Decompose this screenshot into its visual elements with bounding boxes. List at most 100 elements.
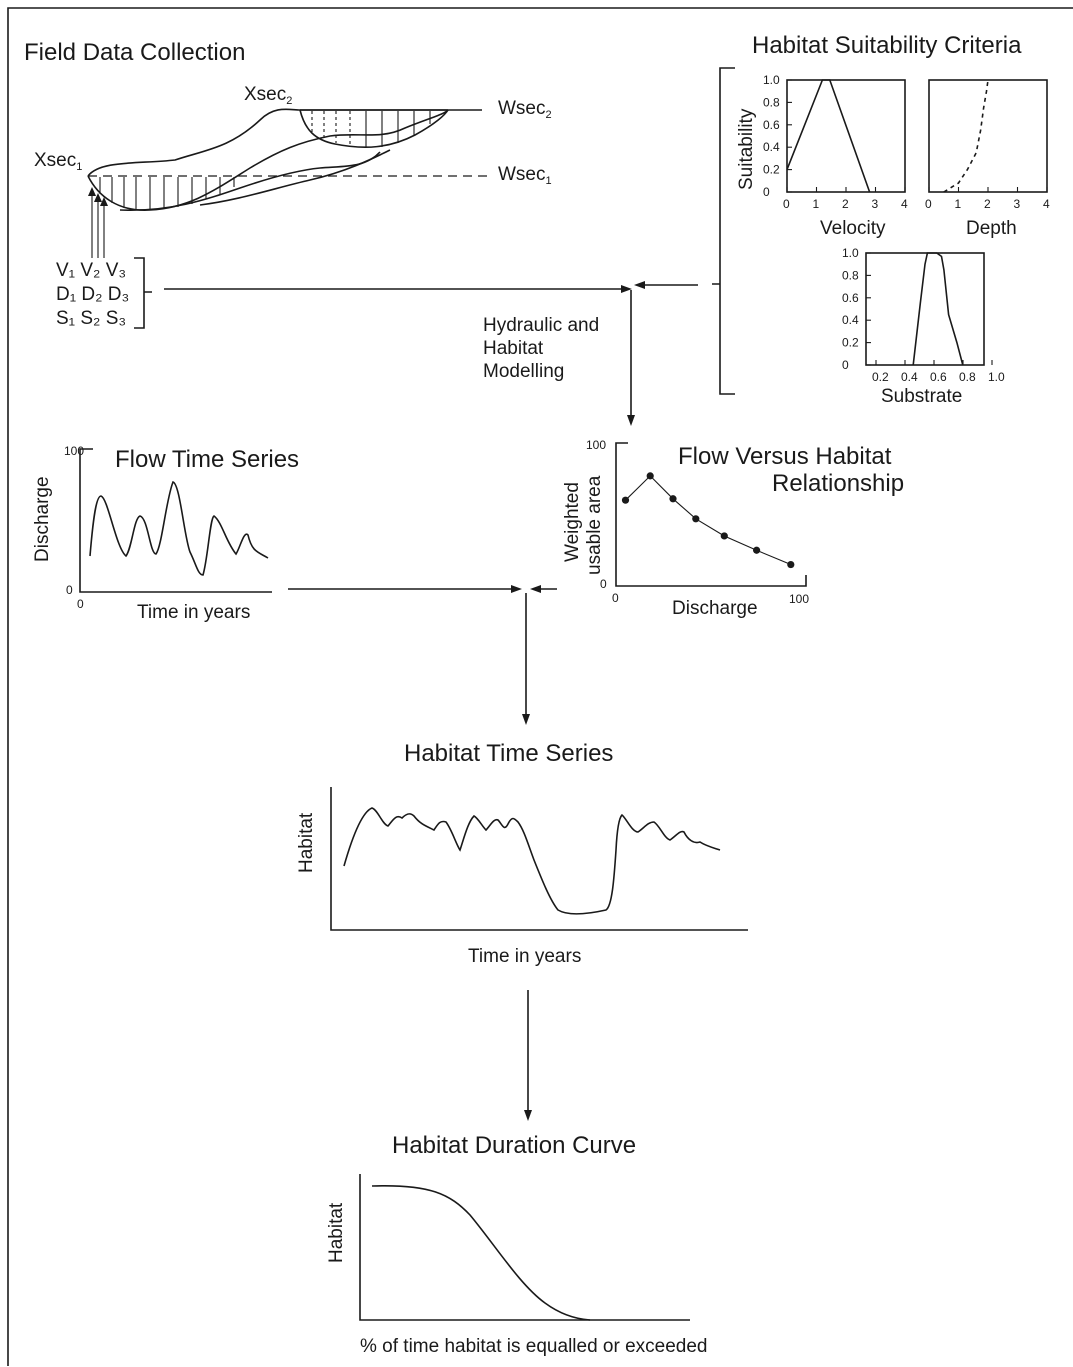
flow-ts-ytick-bottom: 0: [66, 583, 73, 597]
velocity-x-tick-label: 3: [872, 197, 879, 211]
fvh-xtick-left: 0: [612, 591, 619, 605]
fvh-title-line2: Relationship: [772, 470, 904, 497]
substrate-y-tick-label: 0: [842, 358, 849, 372]
flow-ts-title: Flow Time Series: [115, 446, 299, 473]
modelling-line-1: Hydraulic and: [483, 315, 599, 336]
habitat-ts-curve: [343, 807, 721, 915]
xsec1-label: Xsec1: [34, 150, 82, 173]
habitat-ts-axes: [330, 787, 748, 931]
duration-axes: [359, 1174, 690, 1321]
measurement-arrows: [91, 194, 105, 258]
flow-ts-axes: [79, 448, 272, 593]
fvh-axes: [615, 442, 807, 587]
velocity-y-tick-label: 0.8: [763, 95, 780, 109]
velocity-label: Velocity: [820, 218, 886, 239]
velocity-measurements: V₁ V₂ V₃: [56, 260, 126, 281]
fvh-title-line1: Flow Versus Habitat: [678, 443, 892, 470]
velocity-curve: [786, 79, 871, 193]
habitat-ts-ylabel: Habitat: [296, 812, 317, 873]
substrate-y-tick-label: 0.4: [842, 313, 859, 327]
field-data-collection: Field Data Collection: [24, 39, 552, 329]
substrate-y-tick-label: 0.6: [842, 291, 859, 305]
fvh-ylabel-line1: Weighted: [562, 482, 583, 562]
velocity-y-tick-label: 0.2: [763, 163, 780, 177]
duration-ylabel: Habitat: [326, 1202, 347, 1263]
substrate-y-tick-label: 1.0: [842, 246, 859, 260]
velocity-y-tick-label: 1.0: [763, 73, 780, 87]
substrate-y-tick-label: 0.2: [842, 336, 859, 350]
flow-ts-ylabel: Discharge: [32, 476, 53, 562]
substrate-x-ticks: 0.2 0.4 0.6 0.8 1.0: [872, 360, 1005, 384]
depth-measurements: D₁ D₂ D₃: [56, 284, 129, 305]
substrate-measurements: S₁ S₂ S₃: [56, 308, 126, 329]
connectors-middle: [288, 585, 557, 725]
habitat-suitability-criteria: Habitat Suitability Criteria Suitability…: [712, 32, 1050, 407]
substrate-y-tick-label: 0.8: [842, 268, 859, 282]
channel-inner-line: [199, 149, 391, 206]
fvh-data-point: [787, 560, 795, 569]
substrate-panel: [865, 252, 985, 366]
hsc-bracket: [712, 67, 735, 395]
fvh-data-point: [669, 495, 677, 503]
flow-ts-ytick-top: 100: [64, 444, 84, 458]
fvh-xlabel: Discharge: [672, 598, 758, 619]
habitat-duration-curve: Habitat Duration Curve Habitat % of time…: [326, 1132, 708, 1357]
substrate-x-tick-label: 0.6: [930, 370, 947, 384]
bank-top-outline: [87, 108, 448, 177]
velocity-x-tick-label: 0: [783, 197, 790, 211]
section1-bed: [119, 151, 381, 212]
substrate-y-ticks: 1.0 0.8 0.6 0.4 0.2 0: [842, 246, 871, 372]
duration-curve: [371, 1184, 591, 1321]
habitat-ts-xlabel: Time in years: [468, 946, 581, 967]
hsc-ylabel: Suitability: [736, 108, 757, 190]
depth-x-tick-label: 2: [984, 197, 991, 211]
velocity-panel: [786, 79, 906, 193]
flow-time-series: Flow Time Series 100 0 0 Discharge Time …: [32, 444, 299, 623]
fvh-curve: [625, 475, 792, 566]
fvh-xtick-right: 100: [789, 592, 809, 606]
habitat-time-series: Habitat Time Series Habitat Time in year…: [296, 740, 748, 967]
depth-label: Depth: [966, 218, 1017, 239]
flow-to-habitat-arrowhead: [511, 585, 522, 593]
velocity-y-ticks: 1.00.80.60.40.20: [763, 73, 792, 199]
section2-bed: [299, 109, 449, 148]
model-down-arrowhead: [627, 415, 635, 426]
duration-xlabel: % of time habitat is equalled or exceede…: [360, 1336, 708, 1357]
fvh-data-point: [692, 515, 700, 523]
section2-verticals: [311, 111, 431, 147]
bank-bottom-outline: [87, 109, 449, 211]
velocity-x-tick-label: 1: [813, 197, 820, 211]
substrate-curve: [912, 252, 964, 366]
velocity-x-ticks: 0 1 2 3 4: [783, 187, 908, 211]
substrate-x-tick-label: 0.8: [959, 370, 976, 384]
arrow-heads: [88, 187, 108, 206]
wsec1-label: Wsec1: [498, 164, 552, 187]
flow-ts-xtick-origin: 0: [77, 597, 84, 611]
substrate-x-tick-label: 1.0: [988, 370, 1005, 384]
fvh-data-point: [621, 496, 630, 504]
field-to-model-arrowhead: [621, 285, 632, 293]
page-frame: [7, 7, 1073, 1366]
fvh-to-habitat-arrowhead: [530, 585, 541, 593]
velocity-y-tick-label: 0.4: [763, 140, 780, 154]
depth-x-tick-label: 0: [925, 197, 932, 211]
substrate-x-tick-label: 0.4: [901, 370, 918, 384]
duration-title: Habitat Duration Curve: [392, 1132, 636, 1159]
connectors-top: [164, 281, 698, 426]
to-duration-arrowhead: [524, 1110, 532, 1121]
modelling-line-3: Modelling: [483, 361, 564, 382]
to-habitat-ts-arrowhead: [522, 714, 530, 725]
velocity-x-tick-label: 2: [842, 197, 849, 211]
fvh-ylabel-line2: usable area: [584, 475, 605, 575]
wsec2-label: Wsec2: [498, 98, 552, 121]
habitat-ts-title: Habitat Time Series: [404, 740, 613, 767]
section1-verticals: [99, 177, 235, 210]
velocity-x-tick-label: 4: [901, 197, 908, 211]
fvh-ytick-bottom: 0: [600, 577, 607, 591]
fvh-ytick-top: 100: [586, 438, 606, 452]
modelling-line-2: Habitat: [483, 338, 544, 359]
field-title: Field Data Collection: [24, 39, 245, 66]
substrate-x-tick-label: 0.2: [872, 370, 889, 384]
